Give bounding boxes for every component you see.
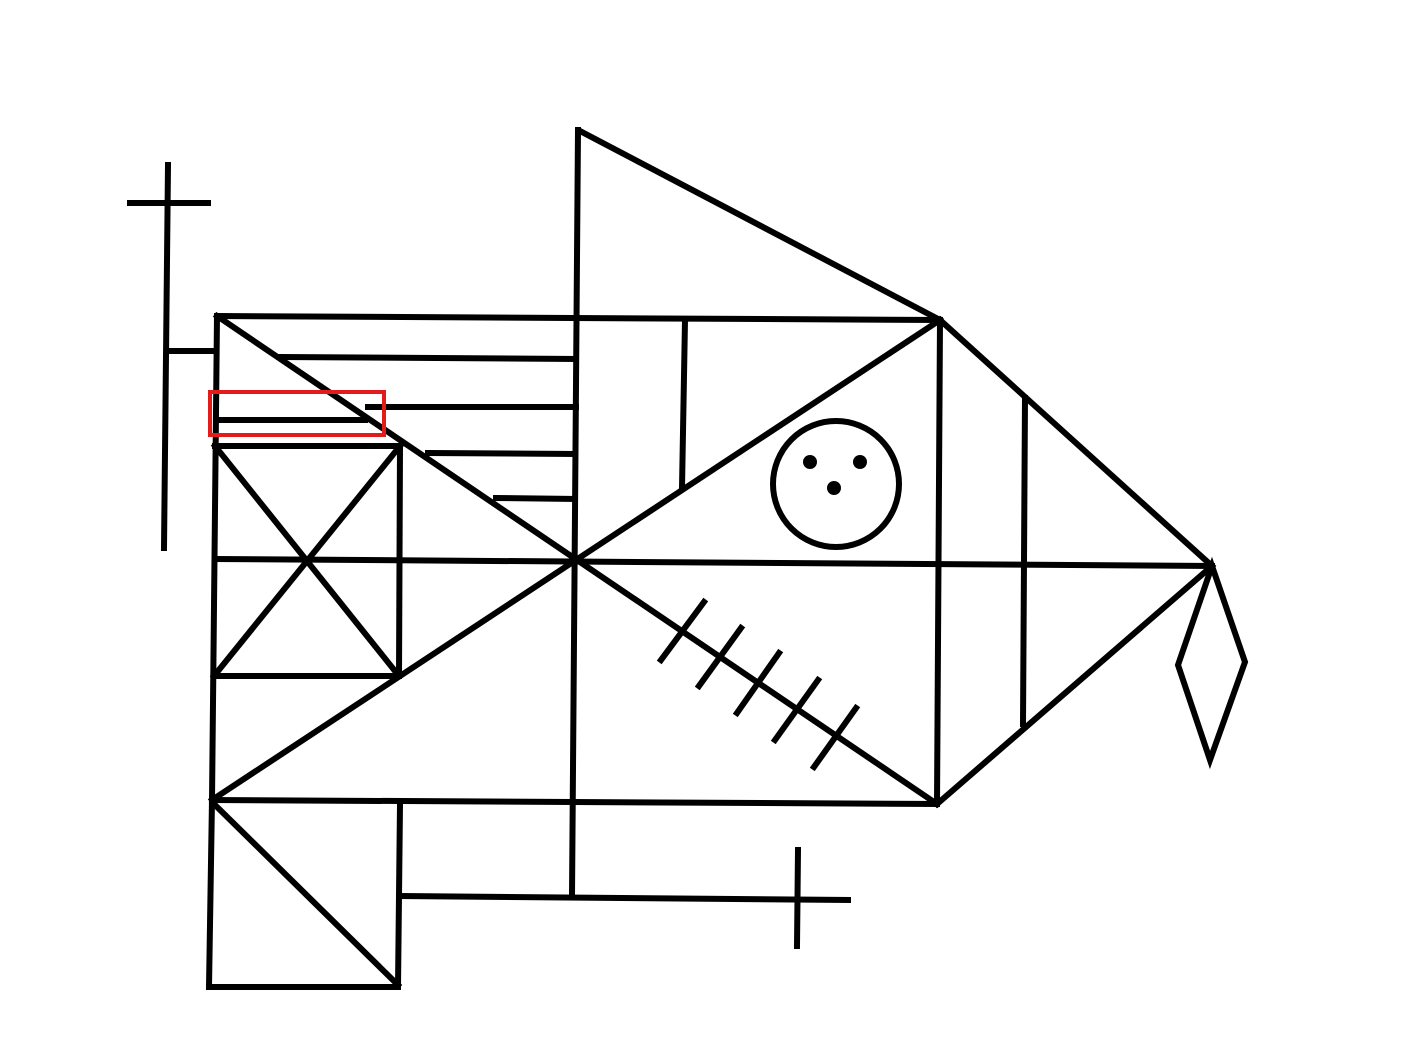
top-triangle-hypotenuse [575,126,945,325]
right-triangle [932,315,1217,809]
top-triangle [575,126,945,325]
bottom-square-left-edge [205,796,216,991]
circle-dot-3 [827,481,841,495]
right-triangle-upper-edge [935,315,1217,571]
hatch-mark-5 [809,703,861,772]
bottom-square-diagonal [209,799,403,990]
hatch-mark-1 [656,597,709,665]
parallel-line-3 [424,449,579,458]
main-horizontal-midline [211,555,1216,570]
right-triangle-lower-edge [932,561,1217,809]
right-triangle-vertical [1019,394,1029,728]
right-diamond [1174,556,1249,770]
main-diagonal-bottom-left-to-top-right [207,315,945,805]
hatch-mark-3 [732,648,784,718]
bottom-left-square [205,796,404,991]
circle-dot-2 [853,455,867,469]
parallel-line-1 [277,353,580,363]
main-vertical-midline [568,126,582,900]
bottom-cross-vertical [793,846,802,950]
circle-outline [770,418,902,550]
small-rectangle-right [395,442,404,680]
hatch-mark-2 [694,623,746,691]
top-left-cross [127,161,219,552]
circle-with-dots [770,418,902,550]
parallel-line-4 [492,494,579,503]
top-left-cross-vertical [160,161,172,552]
parallel-lines-group [213,353,580,503]
hatch-mark-4 [770,675,823,745]
cross-hatch-marks [656,597,861,772]
bottom-extension-line [396,892,852,904]
upper-short-vertical [678,316,689,492]
bottom-cross [396,846,852,950]
small-rectangle-diagonal-b [209,441,405,681]
main-rectangle [207,126,1216,900]
highlight-box [208,390,386,437]
small-x-rectangle [209,441,405,681]
circle-dot-1 [803,455,817,469]
